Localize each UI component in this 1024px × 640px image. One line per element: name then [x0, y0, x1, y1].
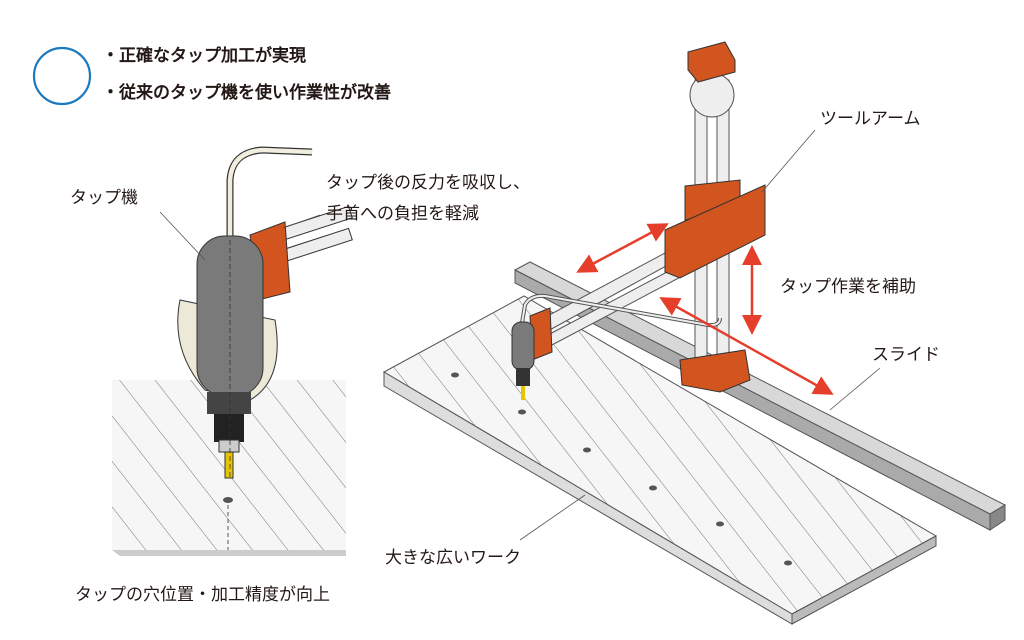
label-precision: タップの穴位置・加工精度が向上: [75, 585, 330, 605]
label-absorb-1: タップ後の反力を吸収し、: [326, 173, 530, 193]
label-tap-machine: タップ機: [70, 188, 138, 208]
label-slide: スライド: [872, 345, 940, 365]
tap-machine-closeup: [159, 146, 353, 480]
good-mark-circle: [32, 46, 92, 106]
benefit-1: ・正確なタップ加工が実現: [102, 46, 306, 66]
label-absorb-2: 手首への負担を軽減: [326, 204, 479, 224]
label-tool-arm: ツールアーム: [820, 109, 921, 129]
motion-arrows: [576, 223, 834, 395]
label-workpiece: 大きな広いワーク: [385, 548, 521, 568]
label-assist: タップ作業を補助: [780, 277, 916, 297]
benefit-2: ・従来のタップ機を使い作業性が改善: [102, 83, 391, 103]
